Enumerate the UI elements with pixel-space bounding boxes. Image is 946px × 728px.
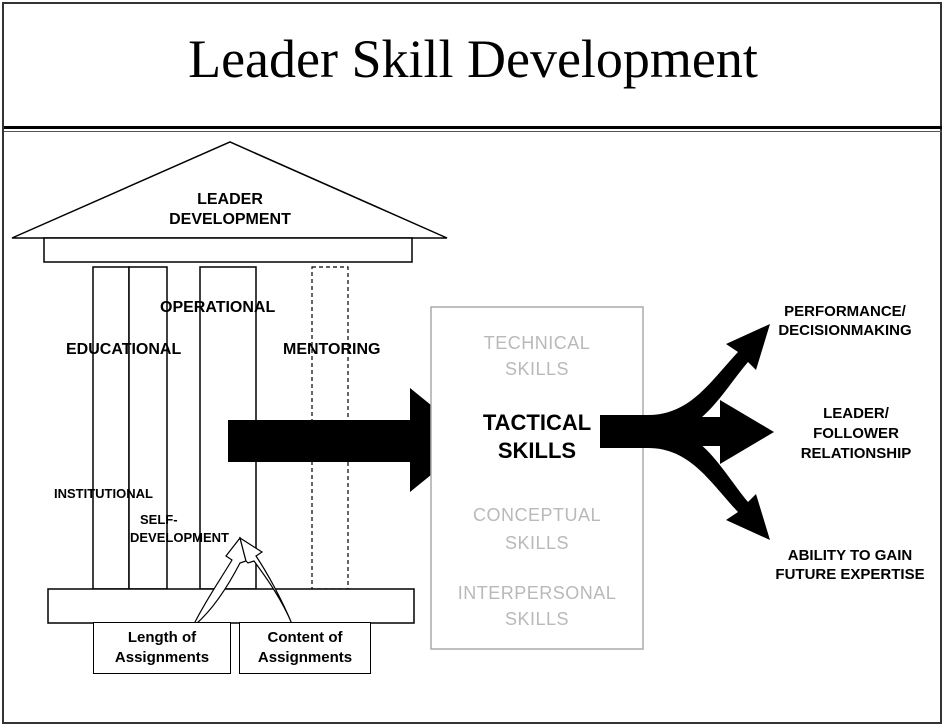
- content-line2: Assignments: [257, 649, 353, 666]
- arrow-temple-to-skills: [228, 388, 474, 492]
- pillar-label-mentoring: MENTORING: [283, 341, 381, 358]
- length-line1: Length of: [127, 629, 197, 646]
- temple-base: [47, 588, 415, 624]
- arrow-to-expertise: [600, 424, 770, 540]
- roof-label-line1: LEADER: [197, 191, 263, 208]
- roof-label-line2: DEVELOPMENT: [169, 211, 291, 228]
- skills-box: [430, 306, 644, 650]
- arrow-to-relationship: [600, 400, 774, 464]
- pillar-label-self-dev-1: SELF-: [140, 512, 178, 527]
- pillar-label-self-dev-2: DEVELOPMENT: [130, 530, 229, 545]
- outcome-relationship-line3: RELATIONSHIP: [800, 445, 912, 462]
- content-of-assignments-box: Content of Assignments: [239, 622, 371, 674]
- conceptual-skills-line1: CONCEPTUAL: [472, 505, 602, 525]
- pillar-educational-left: [92, 266, 130, 590]
- temple-entablature: [43, 237, 413, 263]
- title-rule-thin: [4, 131, 942, 132]
- outcome-expertise-line1: ABILITY TO GAIN: [787, 547, 913, 564]
- technical-skills-line1: TECHNICAL: [483, 333, 591, 353]
- interpersonal-skills-line2: SKILLS: [504, 609, 570, 629]
- pillar-label-educational: EDUCATIONAL: [66, 341, 182, 358]
- pillar-educational-right: [128, 266, 168, 590]
- length-of-assignments-box: Length of Assignments: [93, 622, 231, 674]
- tactical-skills-line1: TACTICAL: [482, 410, 592, 435]
- interpersonal-skills-line1: INTERPERSONAL: [457, 583, 617, 603]
- conceptual-skills-line2: SKILLS: [504, 533, 570, 553]
- arrow-content-input: [239, 536, 293, 625]
- pillar-label-operational: OPERATIONAL: [160, 299, 276, 316]
- content-line1: Content of: [267, 629, 343, 646]
- length-line2: Assignments: [114, 649, 210, 666]
- pillar-label-institutional: INSTITUTIONAL: [54, 486, 153, 501]
- tactical-skills-line2: SKILLS: [497, 438, 577, 463]
- outcome-performance-line2: DECISIONMAKING: [778, 322, 912, 339]
- outcome-expertise-line2: FUTURE EXPERTISE: [775, 566, 925, 583]
- outcome-performance-line1: PERFORMANCE/: [784, 303, 906, 320]
- slide-title: Leader Skill Development: [188, 29, 758, 89]
- outcome-relationship-line2: FOLLOWER: [813, 425, 899, 442]
- technical-skills-line2: SKILLS: [504, 359, 570, 379]
- outcome-relationship-line1: LEADER/: [823, 405, 889, 422]
- title-rule: [4, 126, 942, 129]
